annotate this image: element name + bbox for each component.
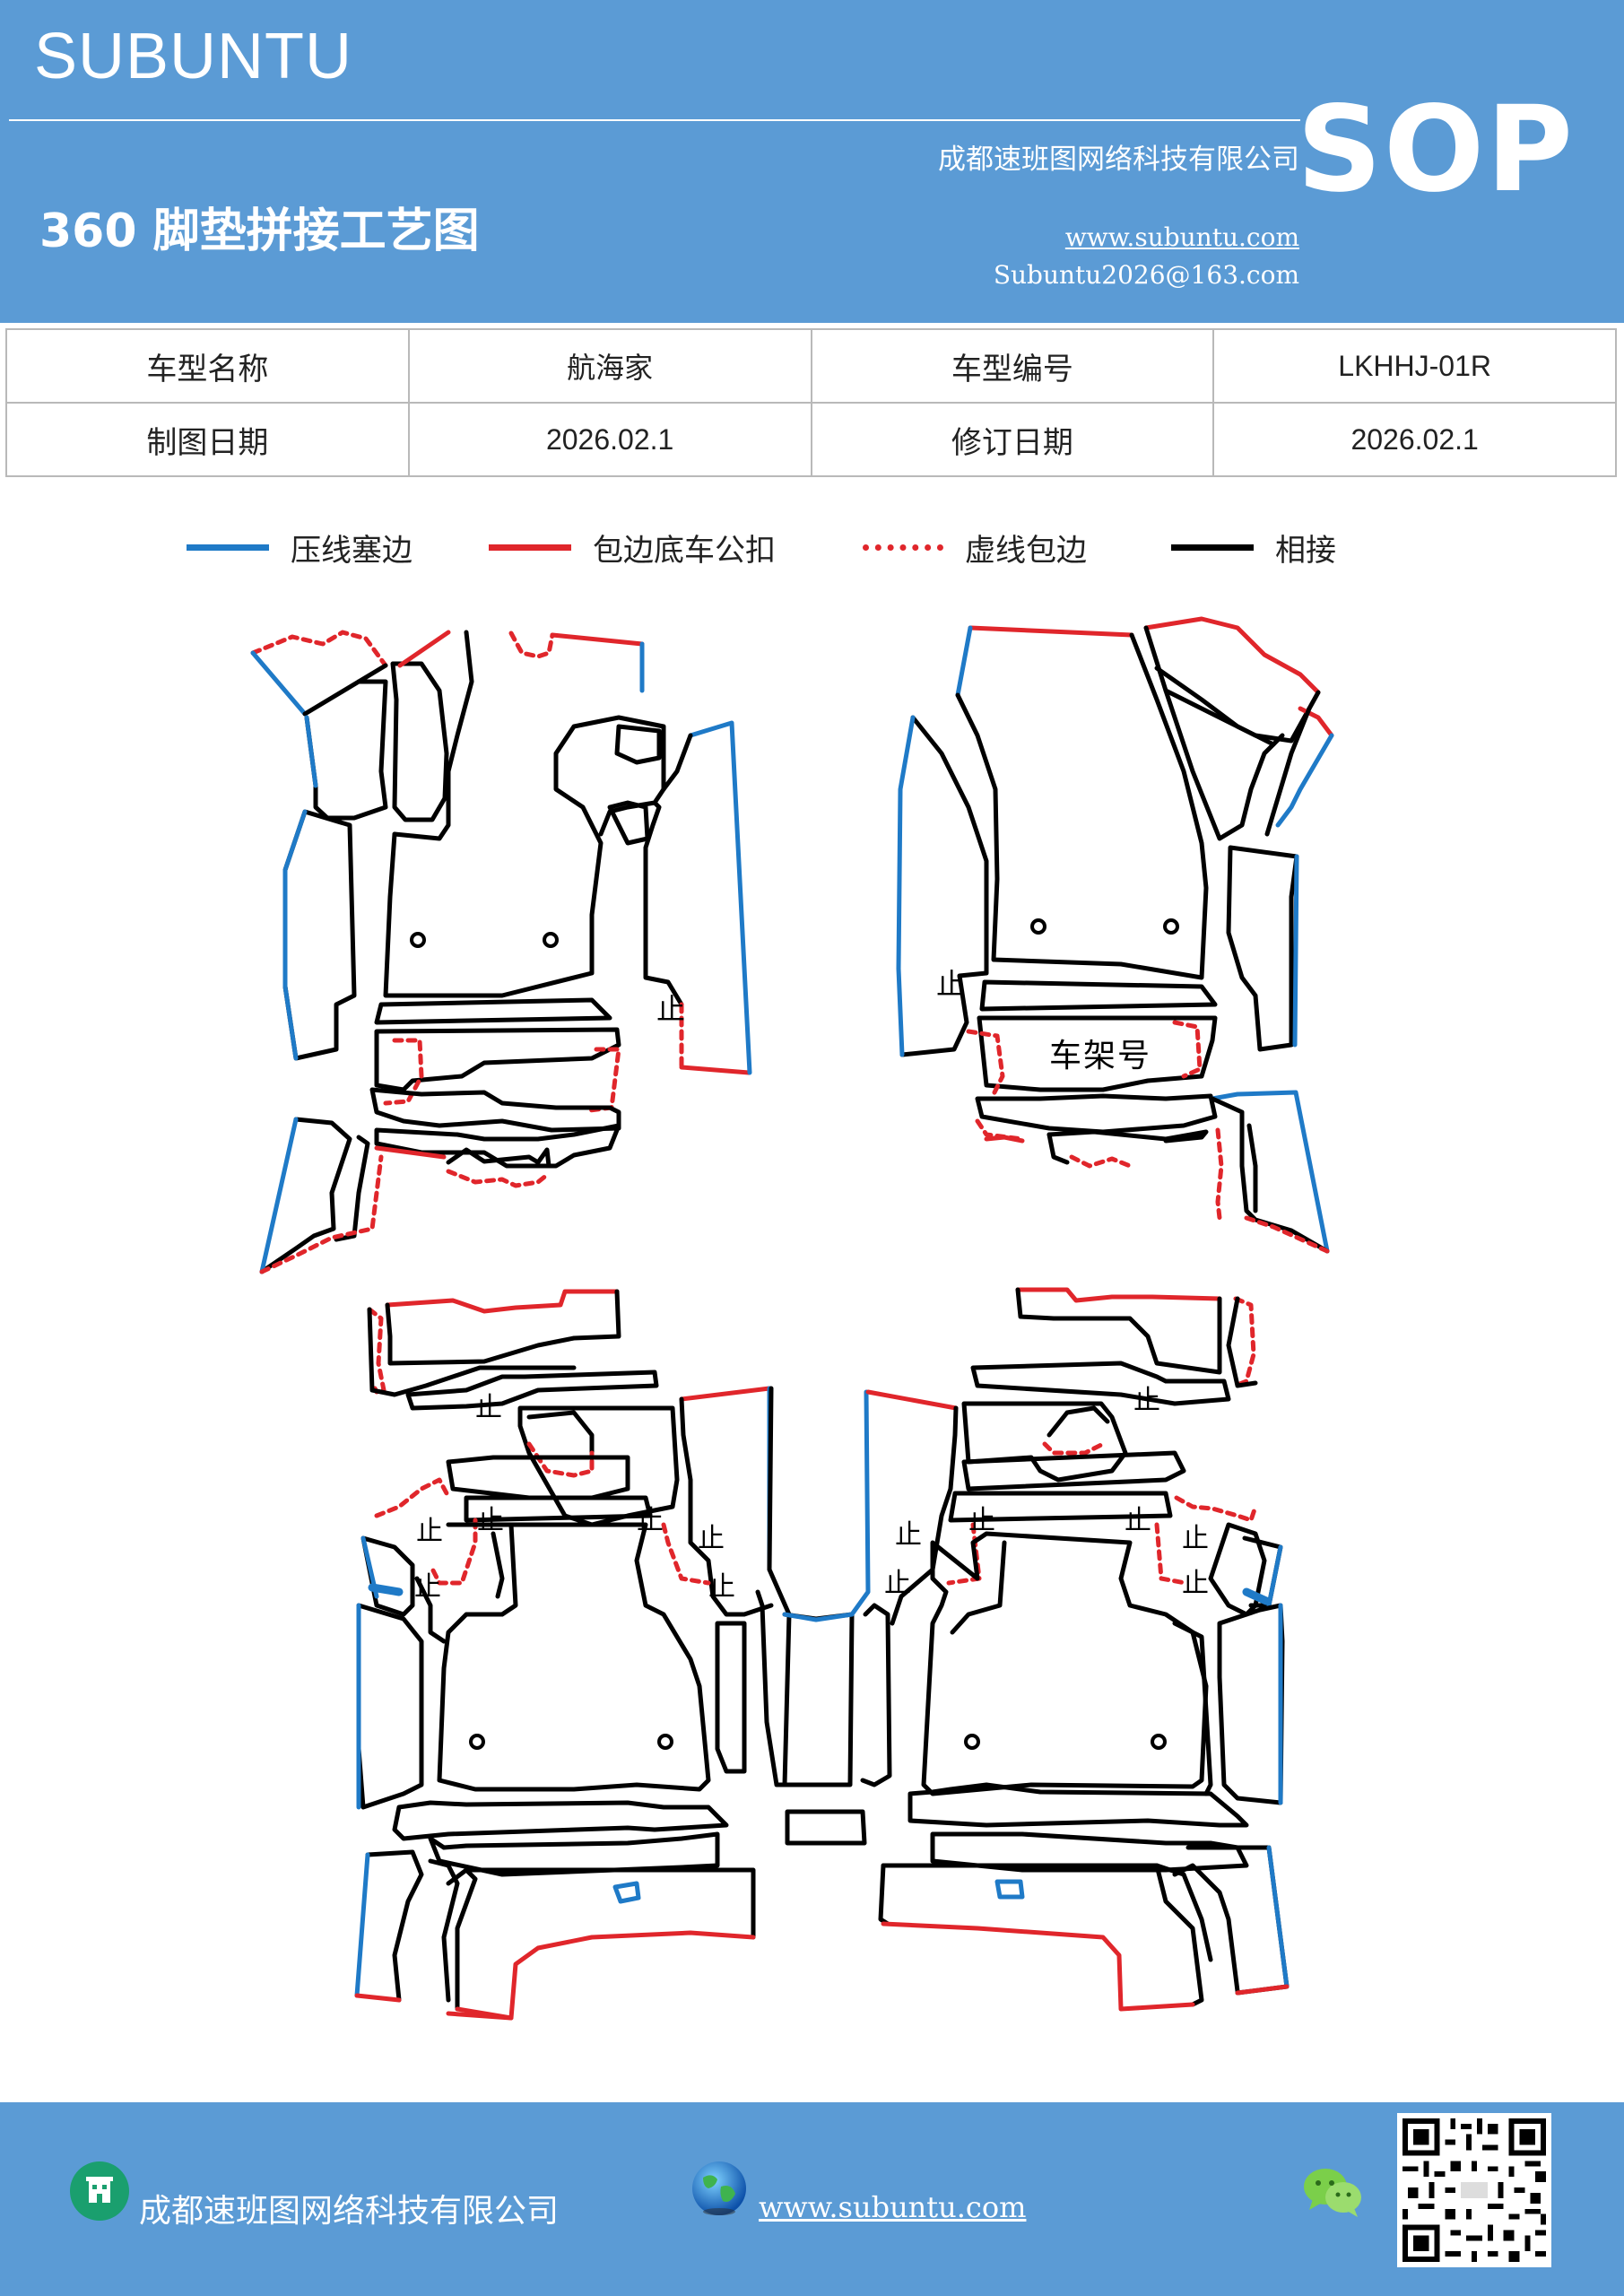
model-name-value: 航海家 [407,328,812,404]
table-row: 车型名称 航海家 车型编号 LKHHJ-01R [5,328,1617,404]
stop-mark: 止 [895,1519,922,1551]
legend-swatch-black [1171,544,1254,551]
brand-name: SUBUNTU [34,21,353,92]
footer-banner: 成都速班图网络科技有限公司 www.subuntu.com [0,2102,1624,2296]
stop-mark: 止 [698,1523,725,1554]
rear-left-mat [354,1289,774,2021]
legend-label: 相接 [1275,532,1336,569]
front-right-mat [896,616,1334,1254]
qr-code[interactable] [1397,2113,1551,2267]
stop-mark: 止 [416,1516,443,1547]
header-email: Subuntu2026@163.com [993,260,1299,290]
legend-swatch-blue [187,544,269,551]
stop-mark: 止 [477,1505,504,1536]
legend-label: 包边底车公扣 [593,532,776,569]
stop-mark: 止 [1133,1385,1160,1416]
center-tunnel [755,1386,892,1846]
model-code-value: LKHHJ-01R [1212,328,1617,404]
footer-company: 成都速班图网络科技有限公司 [139,2193,560,2230]
legend-item-joined: 相接 [1171,520,1336,574]
vehicle-info-table: 车型名称 航海家 车型编号 LKHHJ-01R 制图日期 2026.02.1 修… [5,328,1617,477]
stop-mark: 止 [968,1505,995,1536]
stop-mark: 止 [475,1392,502,1423]
header-divider [9,119,1300,121]
header-company: 成都速班图网络科技有限公司 [938,144,1299,176]
drawing-date-value: 2026.02.1 [407,402,812,477]
stop-mark: 止 [1182,1523,1209,1554]
drawing-date-label: 制图日期 [5,402,410,477]
revision-date-value: 2026.02.1 [1212,402,1617,477]
stop-mark: 止 [637,1505,664,1536]
building-icon [70,2161,129,2221]
document-title: 360 脚垫拼接工艺图 [39,204,480,258]
globe-icon [690,2160,748,2217]
legend-item-press-line: 压线塞边 [187,520,413,574]
legend-swatch-red-dashed [863,544,943,551]
stop-mark: 止 [414,1571,441,1603]
header-banner: SUBUNTU 成都速班图网络科技有限公司 360 脚垫拼接工艺图 www.su… [0,0,1624,323]
frame-number-label: 车架号 [1049,1038,1152,1074]
stop-mark: 止 [1182,1568,1209,1599]
legend-label: 虚线包边 [965,532,1087,569]
legend-item-edge-clip: 包边底车公扣 [489,520,776,574]
wechat-icon[interactable] [1302,2165,1365,2219]
stop-mark: 止 [936,967,966,1001]
model-code-label: 车型编号 [810,328,1215,404]
legend-item-dashed-edge: 虚线包边 [863,520,1087,574]
sop-badge: SOP [1296,81,1575,219]
stop-mark: 止 [656,992,686,1026]
legend-label: 压线塞边 [291,532,413,569]
stop-mark: 止 [884,1568,911,1599]
table-row: 制图日期 2026.02.1 修订日期 2026.02.1 [5,402,1617,477]
rear-right-mat [865,1287,1290,2012]
footer-website-link[interactable]: www.subuntu.com [759,2190,1027,2224]
front-left-mat [250,630,752,1274]
header-website-link[interactable]: www.subuntu.com [1064,222,1299,252]
legend-swatch-red [489,544,571,551]
stop-mark: 止 [1125,1505,1151,1536]
revision-date-label: 修订日期 [810,402,1215,477]
stop-mark: 止 [708,1571,735,1603]
model-name-label: 车型名称 [5,328,410,404]
